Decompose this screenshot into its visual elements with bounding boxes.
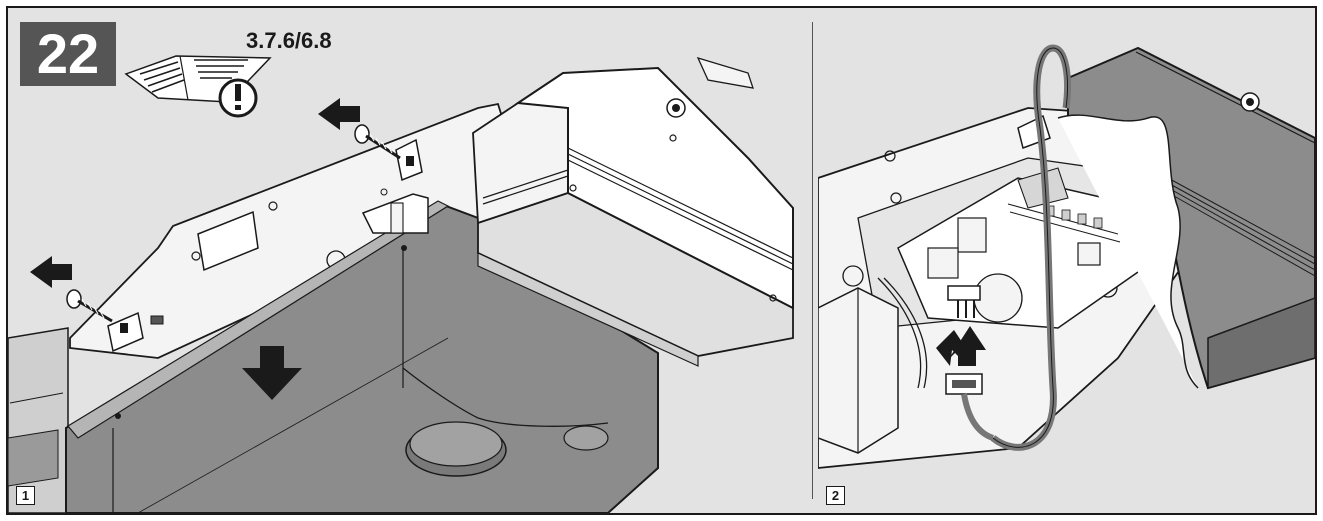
instruction-frame: 22 3.7.6/6.8 1	[6, 6, 1317, 515]
panel-2-label: 2	[826, 486, 845, 505]
warning-exclamation-icon	[218, 78, 258, 118]
manual-reference: 3.7.6/6.8	[246, 28, 332, 53]
transformer	[818, 277, 928, 454]
arrow-left-icon	[318, 98, 360, 130]
step-number: 22	[20, 22, 116, 86]
connector-plug-icon	[945, 373, 995, 441]
motor-housing	[1057, 46, 1315, 390]
motor-unit	[472, 56, 794, 367]
panel-1-label: 1	[16, 486, 35, 505]
clip-right	[395, 138, 423, 182]
clip-left	[107, 311, 164, 353]
screw-icon	[66, 289, 113, 323]
side-bracket	[361, 193, 429, 234]
arrow-up-icon	[948, 326, 986, 366]
arrow-down-icon	[242, 346, 302, 400]
panel-divider	[812, 22, 813, 499]
arrow-left-icon	[30, 256, 72, 288]
rail	[8, 327, 69, 513]
pin-header	[947, 285, 981, 318]
screw-icon	[354, 124, 401, 160]
panel-1: 22 3.7.6/6.8 1	[8, 8, 808, 513]
panel-2: 2	[818, 8, 1315, 513]
panel-1-illustration	[8, 55, 794, 513]
panel-2-illustration	[818, 44, 1315, 469]
